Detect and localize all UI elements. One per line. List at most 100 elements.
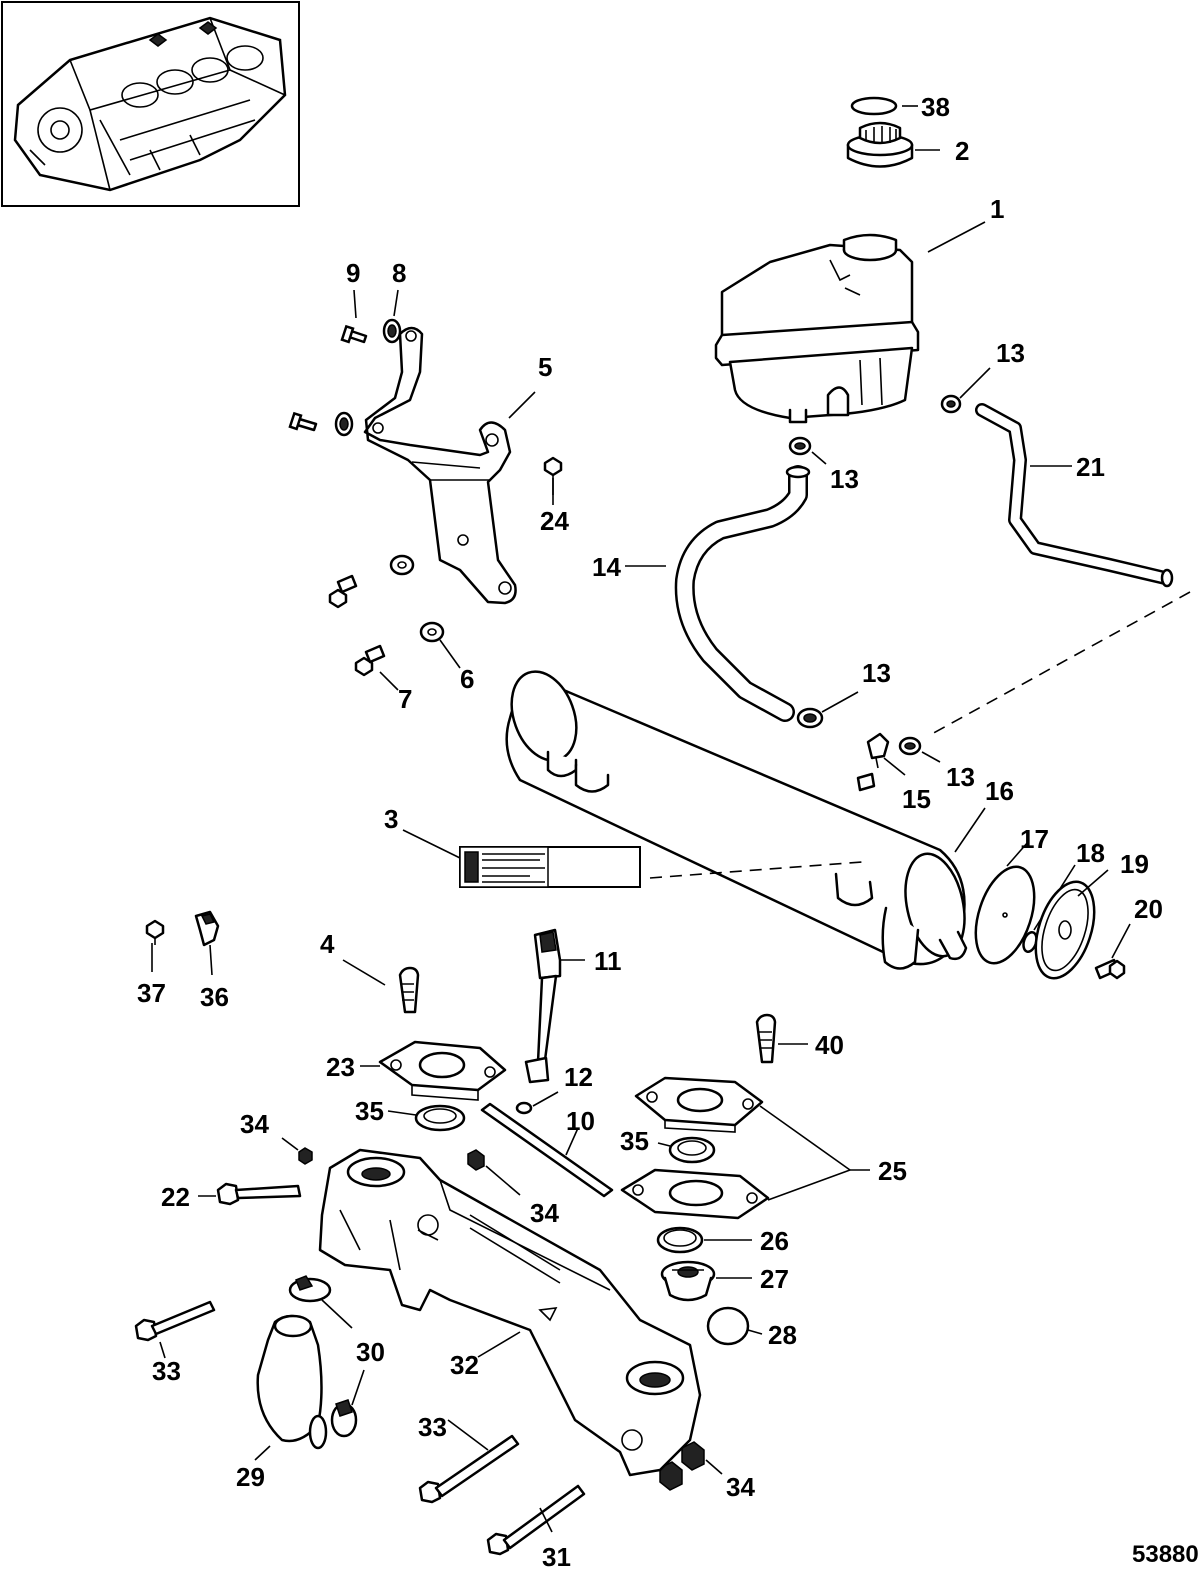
callout-15: 15 [902, 784, 931, 814]
screw-24 [543, 456, 563, 505]
callout-12: 12 [564, 1062, 593, 1092]
hose-21 [975, 403, 1174, 588]
figure-id: 53880 [1132, 1541, 1199, 1568]
flange-23 [360, 1040, 507, 1101]
callout-40: 40 [815, 1030, 844, 1060]
screw-4 [342, 959, 420, 1014]
reservoir-1 [714, 221, 986, 424]
bolt-31 [486, 1484, 586, 1556]
callout-24: 24 [540, 506, 569, 536]
callout-21: 21 [1076, 452, 1105, 482]
callout-29: 29 [236, 1462, 265, 1492]
flange-25-lower [620, 1105, 870, 1220]
thermostat-27 [660, 1260, 752, 1302]
screw-9 [340, 289, 368, 344]
callout-37: 37 [137, 978, 166, 1008]
callout-22: 22 [161, 1182, 190, 1212]
callout-34-a: 34 [240, 1109, 269, 1139]
oring-26 [656, 1226, 752, 1254]
callout-2: 2 [955, 136, 969, 166]
callout-13-c: 13 [862, 658, 891, 688]
callout-36: 36 [200, 982, 229, 1012]
callout-35-a: 35 [355, 1096, 384, 1126]
clamp-30-upper [288, 1275, 353, 1329]
callout-17: 17 [1020, 824, 1049, 854]
callout-9: 9 [346, 258, 360, 288]
callout-30-b: 30 [356, 1337, 385, 1367]
callout-33-a: 33 [152, 1356, 181, 1386]
clamp-13-d [898, 736, 941, 763]
cap-2 [846, 121, 940, 168]
bolt-33-b [418, 1419, 520, 1504]
callout-14: 14 [592, 552, 621, 582]
flange-25-upper [634, 1076, 764, 1133]
screw-lower-left [288, 411, 354, 437]
strip-10 [480, 1102, 614, 1198]
fitting-15 [866, 732, 906, 776]
callout-26: 26 [760, 1226, 789, 1256]
screw-37 [145, 919, 165, 972]
washer-6-upper [389, 554, 415, 576]
callout-34-c: 34 [726, 1472, 755, 1502]
clamp-13-b [788, 436, 827, 465]
callout-13-d: 13 [946, 762, 975, 792]
decal-3 [402, 829, 863, 888]
washer-6 [419, 621, 461, 669]
callout-33-b: 33 [418, 1412, 447, 1442]
callout-7: 7 [398, 684, 412, 714]
hose-29 [254, 1314, 328, 1461]
cover-19 [1034, 869, 1109, 980]
callout-1: 1 [990, 194, 1004, 224]
callout-32: 32 [450, 1350, 479, 1380]
callout-4: 4 [320, 929, 335, 959]
bracket-5 [363, 326, 536, 605]
clamp-13-a [940, 367, 991, 414]
callout-38: 38 [921, 92, 950, 122]
clamp-13-c [796, 691, 859, 729]
callout-13-a: 13 [996, 338, 1025, 368]
callout-13-b: 13 [830, 464, 859, 494]
clip-36 [194, 910, 220, 976]
callout-8: 8 [392, 258, 406, 288]
callout-10: 10 [566, 1106, 595, 1136]
heat-exchanger-16 [505, 670, 986, 970]
callout-35-b: 35 [620, 1126, 649, 1156]
screw-40 [755, 1013, 808, 1064]
bolt-33-a [134, 1300, 216, 1359]
hose-14 [625, 465, 811, 722]
callout-27: 27 [760, 1264, 789, 1294]
callout-20: 20 [1134, 894, 1163, 924]
seal-35-right [657, 1136, 716, 1164]
callout-labels: 38 2 1 9 8 5 13 13 21 24 14 6 7 13 13 15… [137, 92, 1199, 1572]
oring-28 [706, 1306, 763, 1346]
bolt-upper [328, 574, 358, 609]
sensor-11 [524, 928, 585, 1084]
callout-18: 18 [1076, 838, 1105, 868]
callout-16: 16 [985, 776, 1014, 806]
gasket-17 [974, 841, 1036, 965]
callout-19: 19 [1120, 849, 1149, 879]
plug-34-b [467, 1149, 521, 1196]
callout-34-b: 34 [530, 1198, 559, 1228]
plug-34-c [659, 1441, 723, 1491]
callout-6: 6 [460, 664, 474, 694]
seal-35-left [387, 1104, 466, 1132]
oring-12 [515, 1091, 559, 1115]
callout-25: 25 [878, 1156, 907, 1186]
dashed-connector-21 [929, 591, 1191, 736]
callout-31: 31 [542, 1542, 571, 1572]
callout-28: 28 [768, 1320, 797, 1350]
plug-34-a [281, 1137, 313, 1165]
callout-23: 23 [326, 1052, 355, 1082]
callout-3: 3 [384, 804, 398, 834]
screw-20 [1094, 923, 1131, 980]
clamp-30-lower [330, 1369, 365, 1438]
callout-5: 5 [538, 352, 552, 382]
oring-38 [850, 96, 918, 116]
washer-8 [382, 289, 402, 344]
engine-inset [1, 1, 300, 207]
bolt-22 [198, 1182, 302, 1206]
manifold-32 [318, 1148, 702, 1477]
callout-11: 11 [594, 946, 622, 976]
